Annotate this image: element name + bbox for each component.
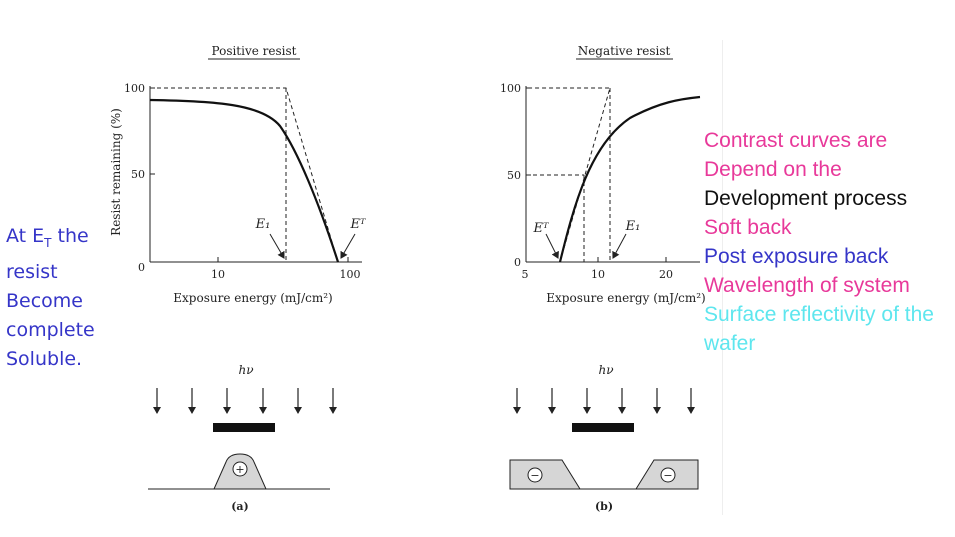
negative-xtick-label-5: 5 xyxy=(522,268,529,281)
left-note-line-2: resist xyxy=(6,260,58,283)
negative-x-axis-label: Exposure energy (mJ/cm²) xyxy=(546,291,705,305)
positive-light-arrows xyxy=(153,388,337,414)
negative-xtick-label-10: 10 xyxy=(591,268,605,281)
negative-exposure-schematic: hν − − (b) xyxy=(509,363,699,513)
negative-ytick-label-0: 0 xyxy=(514,256,521,269)
positive-mask xyxy=(213,423,275,432)
positive-exposure-schematic: hν + (a) xyxy=(148,363,337,513)
right-note-5: Wavelength of system xyxy=(704,274,910,297)
negative-xtick-label-20: 20 xyxy=(659,268,673,281)
negative-et-arrow xyxy=(545,233,559,259)
slide-divider xyxy=(722,40,723,515)
right-note-4: Post exposure back xyxy=(704,245,889,268)
left-note-line-5: Soluble. xyxy=(6,347,83,370)
negative-e1-label: E₁ xyxy=(625,219,641,234)
negative-contrast-curve xyxy=(558,95,701,263)
positive-hv-label: hν xyxy=(238,363,253,377)
negative-resist-chart: Negative resist 100 50 0 5 10 20 Exposur… xyxy=(500,44,706,305)
positive-dashed-guide xyxy=(150,87,339,263)
positive-xtick-label-10: 10 xyxy=(211,268,225,281)
negative-panel-label: (b) xyxy=(595,500,613,513)
positive-ytick-label-100: 100 xyxy=(124,82,145,95)
left-note-line-4: complete xyxy=(6,318,95,341)
positive-contrast-curve xyxy=(149,98,340,263)
positive-y-axis-label: Resist remaining (%) xyxy=(109,108,123,236)
negative-et-label: Eᵀ xyxy=(533,221,549,236)
positive-charge-sign: + xyxy=(235,463,244,476)
positive-charge-circle xyxy=(232,461,248,477)
positive-ytick-label-50: 50 xyxy=(131,168,145,181)
right-notes-list: Contrast curves are Depend on the Develo… xyxy=(704,126,934,358)
negative-charge-circle-right xyxy=(660,467,676,483)
right-note-6: Surface reflectivity of the xyxy=(704,303,934,326)
negative-light-arrows xyxy=(513,388,695,414)
right-note-2: Development process xyxy=(704,187,908,210)
positive-et-arrow xyxy=(340,233,356,259)
negative-mask xyxy=(572,423,634,432)
negative-e1-arrow xyxy=(612,233,627,259)
positive-et-label: Eᵀ xyxy=(350,217,366,232)
negative-ytick-label-100: 100 xyxy=(500,82,521,95)
positive-e1-label: E₁ xyxy=(255,217,271,232)
negative-chart-title: Negative resist xyxy=(578,44,671,58)
positive-e1-arrow xyxy=(269,233,285,259)
right-note-3: Soft back xyxy=(704,216,792,239)
positive-chart-title: Positive resist xyxy=(212,44,297,58)
right-note-1: Depend on the xyxy=(704,158,842,181)
right-note-0: Contrast curves are xyxy=(704,129,888,152)
negative-ytick-label-50: 50 xyxy=(507,169,521,182)
negative-charge-sign-left: − xyxy=(530,469,539,482)
left-note-line-3: Become xyxy=(6,289,83,312)
negative-resist-left xyxy=(509,459,581,490)
positive-panel-label: (a) xyxy=(231,500,249,513)
positive-x-axis-label: Exposure energy (mJ/cm²) xyxy=(173,291,332,305)
left-note-line-1: At ET the xyxy=(6,225,89,250)
right-note-7: wafer xyxy=(704,332,756,355)
positive-ytick-label-0: 0 xyxy=(138,261,145,274)
left-note: At ET the resist Become complete Soluble… xyxy=(6,222,95,374)
negative-charge-sign-right: − xyxy=(663,469,672,482)
negative-charge-circle-left xyxy=(527,467,543,483)
positive-resist-chart: Positive resist 100 50 0 10 100 Resist r… xyxy=(109,44,366,305)
positive-xtick-label-100: 100 xyxy=(340,268,361,281)
negative-hv-label: hν xyxy=(598,363,613,377)
